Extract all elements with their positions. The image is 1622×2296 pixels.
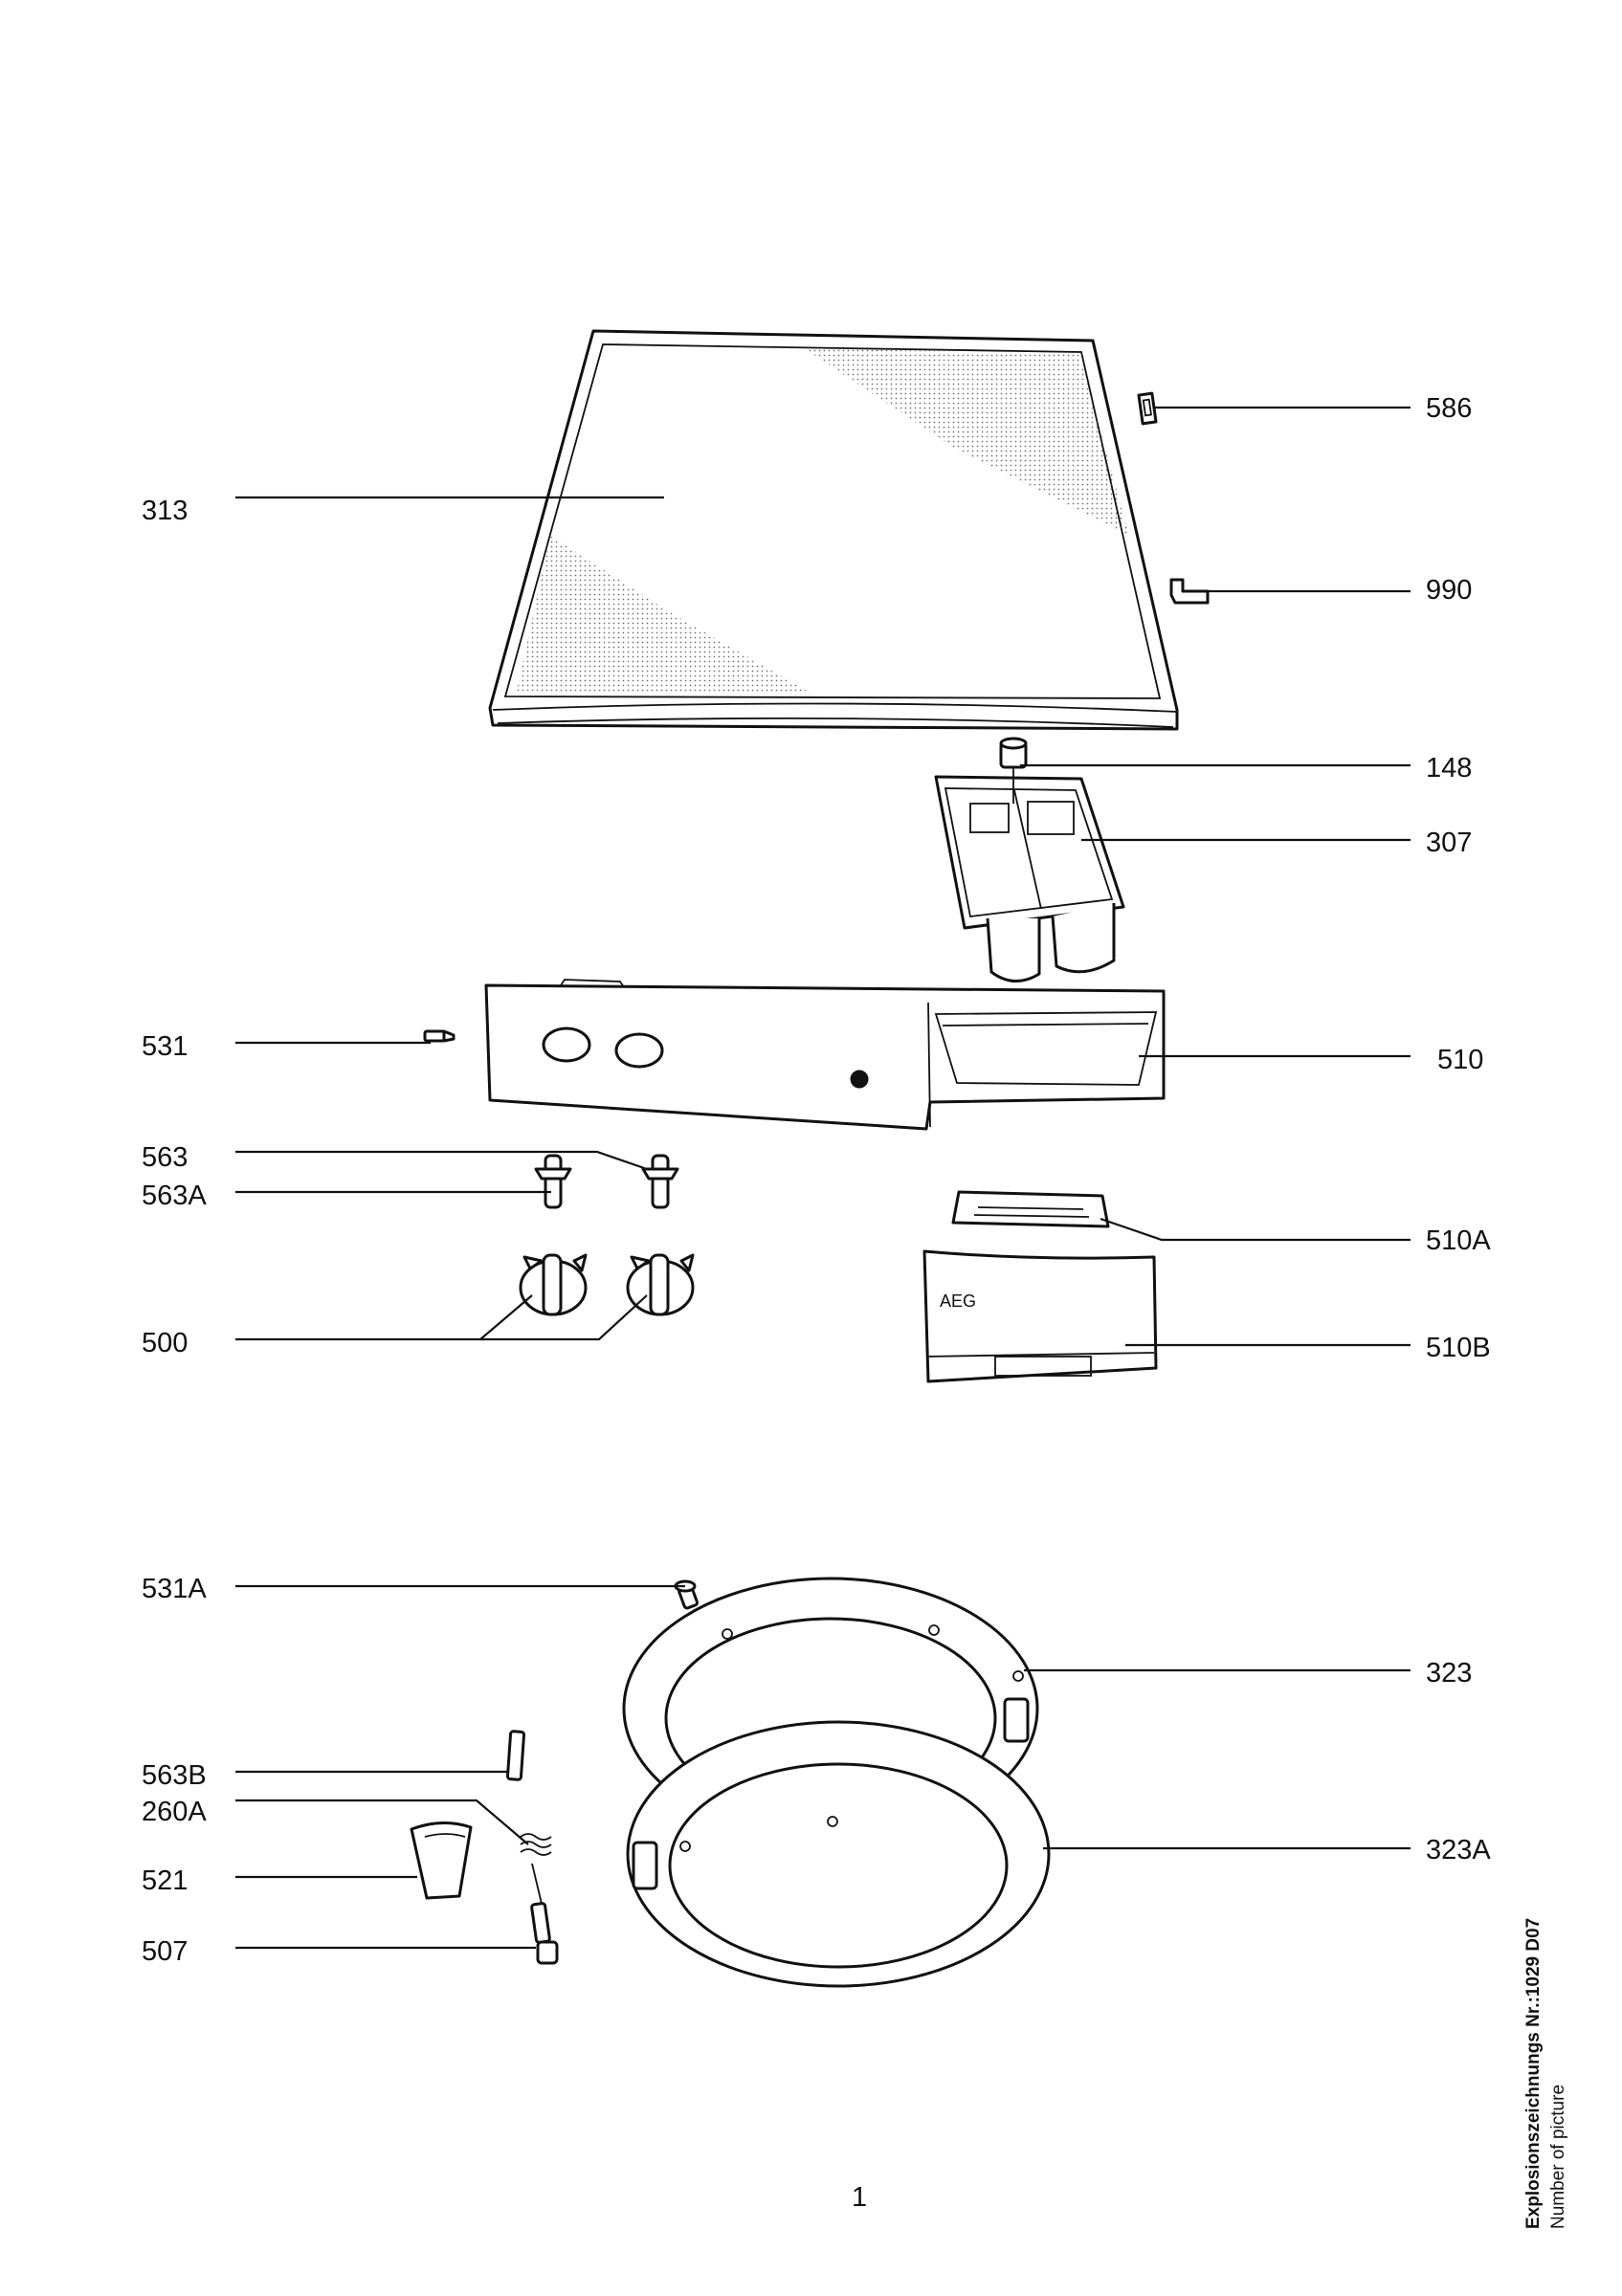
part-148-cap bbox=[999, 737, 1028, 769]
leader-563 bbox=[235, 1150, 648, 1171]
label-586: 586 bbox=[1426, 393, 1472, 424]
label-563A: 563A bbox=[142, 1181, 207, 1211]
label-510B: 510B bbox=[1426, 1333, 1491, 1363]
label-510A: 510A bbox=[1426, 1225, 1491, 1256]
label-323A: 323A bbox=[1426, 1835, 1491, 1866]
panel-brand-text: AEG bbox=[940, 1292, 976, 1311]
page-number: 1 bbox=[852, 2182, 867, 2213]
label-531: 531 bbox=[142, 1031, 188, 1062]
side-note-subtitle: Number of picture bbox=[1548, 2085, 1568, 2229]
leader-500a bbox=[235, 1294, 533, 1341]
label-990: 990 bbox=[1426, 575, 1472, 606]
part-labels: 586 313 990 148 307 531 510 563 563A 510… bbox=[142, 393, 1491, 1967]
label-507: 507 bbox=[142, 1936, 188, 1967]
part-307-detergent-drawer bbox=[934, 767, 1125, 982]
part-313-top-lid bbox=[488, 329, 1179, 731]
part-507-hinge-pin bbox=[530, 1902, 559, 1965]
part-586-clip bbox=[1137, 391, 1158, 426]
side-note: Explosionszeichnungs Nr.:1029 D07 Number… bbox=[1523, 1918, 1568, 2229]
label-510: 510 bbox=[1437, 1045, 1483, 1075]
part-563B-pin bbox=[505, 1730, 526, 1781]
part-323A-door-ring bbox=[626, 1720, 1051, 1988]
leader-510A bbox=[1100, 1217, 1411, 1242]
label-563: 563 bbox=[142, 1142, 188, 1173]
part-510B-panel-cover: AEG bbox=[922, 1249, 1158, 1383]
label-500: 500 bbox=[142, 1328, 188, 1358]
side-note-title: Explosionszeichnungs Nr.:1029 D07 bbox=[1523, 1918, 1544, 2229]
label-521: 521 bbox=[142, 1866, 188, 1896]
label-563B: 563B bbox=[142, 1760, 207, 1791]
part-990-bracket bbox=[1169, 578, 1210, 605]
part-563-spindle bbox=[641, 1154, 679, 1209]
label-531A: 531A bbox=[142, 1574, 207, 1604]
label-148: 148 bbox=[1426, 753, 1472, 784]
part-500-knob-right bbox=[626, 1253, 695, 1316]
part-260A-spring bbox=[520, 1833, 552, 1905]
leader-260A bbox=[235, 1799, 529, 1845]
label-313: 313 bbox=[142, 496, 188, 526]
part-563A-spindle bbox=[534, 1154, 572, 1209]
part-510-control-panel bbox=[484, 979, 1166, 1131]
label-260A: 260A bbox=[142, 1797, 207, 1827]
leader-lines bbox=[235, 406, 1411, 1950]
label-323: 323 bbox=[1426, 1658, 1472, 1689]
part-521-door-handle bbox=[410, 1821, 473, 1900]
leader-500b bbox=[480, 1294, 648, 1341]
part-510A-label-plate bbox=[951, 1190, 1110, 1228]
label-307: 307 bbox=[1426, 828, 1472, 858]
part-531-screw bbox=[423, 1029, 455, 1043]
part-500-knob-left bbox=[519, 1253, 588, 1316]
